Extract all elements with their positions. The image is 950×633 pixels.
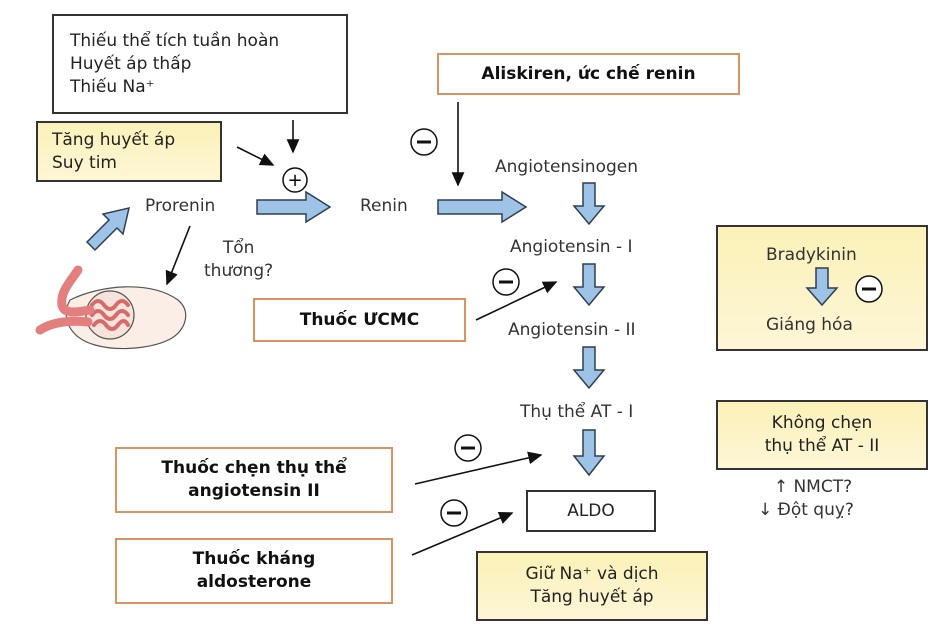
effect-box: Giữ Na⁺ và dịch Tăng huyết áp xyxy=(476,551,708,621)
effect-line: Tăng huyết áp xyxy=(530,587,654,607)
arb-box: Thuốc chẹn thụ thể angiotensin II xyxy=(115,447,393,513)
aldo-label: ALDO xyxy=(567,501,615,521)
bradykinin-label: Bradykinin xyxy=(766,245,857,265)
minus-sign-icon xyxy=(492,268,520,296)
minus-sign-icon xyxy=(855,275,883,303)
aliskiren-label: Aliskiren, ức chế renin xyxy=(481,64,696,84)
acei-arrow xyxy=(475,281,558,321)
effect-line: Giữ Na⁺ và dịch xyxy=(525,564,659,584)
aldo-antagonist-line: Thuốc kháng xyxy=(192,549,316,569)
angiotensin2-down-arrow xyxy=(572,346,606,390)
aliskiren-box: Aliskiren, ức chế renin xyxy=(437,53,740,95)
damage-line: thương? xyxy=(204,261,274,281)
prorenin-label: Prorenin xyxy=(145,196,216,216)
arb-arrow xyxy=(414,451,543,485)
prorenin-renin-arrow xyxy=(256,190,332,224)
condition-line: Tăng huyết áp xyxy=(52,129,176,150)
renin-angiotensinogen-arrow xyxy=(437,190,528,224)
at1-down-arrow xyxy=(572,429,606,477)
angiotensin-2-label: Angiotensin - II xyxy=(508,320,636,340)
kidney-prorenin-arrow xyxy=(85,206,131,252)
arb-line: angiotensin II xyxy=(188,481,320,501)
damage-line: Tổn xyxy=(222,238,255,258)
nephron-icon xyxy=(35,265,187,350)
at2-effects: ↑ NMCT? ↓ Đột quỵ? xyxy=(758,476,854,522)
arb-line: Thuốc chẹn thụ thể xyxy=(161,458,347,478)
mi-effect: ↑ NMCT? xyxy=(773,477,853,497)
aldo-box: ALDO xyxy=(526,490,656,532)
minus-sign-icon xyxy=(440,499,468,527)
acei-label: Thuốc ƯCMC xyxy=(299,310,420,330)
minus-sign-icon xyxy=(410,128,438,156)
aldo-antagonist-arrow xyxy=(411,512,514,556)
conditions-box: Tăng huyết áp Suy tim xyxy=(36,121,222,182)
at2-line: Không chẹn xyxy=(771,413,873,433)
angiotensinogen-down-arrow xyxy=(572,182,606,226)
acei-box: Thuốc ƯCMC xyxy=(253,298,466,342)
angiotensin-1-label: Angiotensin - I xyxy=(510,237,633,257)
aldosterone-antagonist-box: Thuốc kháng aldosterone xyxy=(115,538,393,604)
condition-line: Suy tim xyxy=(52,152,117,173)
trigger-line: Thiếu thể tích tuần hoàn xyxy=(70,30,280,51)
damage-arrow xyxy=(165,225,191,286)
at2-line: thụ thể AT - II xyxy=(764,436,880,456)
plus-sign-icon: + xyxy=(282,167,308,193)
trigger-line: Huyết áp thấp xyxy=(70,53,192,74)
bradykinin-down-arrow xyxy=(805,267,839,307)
svg-text:+: + xyxy=(287,170,302,191)
minus-sign-icon xyxy=(454,434,482,462)
triggers-box: Thiếu thể tích tuần hoàn Huyết áp thấp T… xyxy=(52,14,348,114)
degradation-label: Giáng hóa xyxy=(766,315,853,335)
at1-receptor-label: Thụ thể AT - I xyxy=(520,402,634,422)
angiotensin1-down-arrow xyxy=(572,263,606,307)
trigger-line: Thiếu Na⁺ xyxy=(70,76,155,97)
aldo-antagonist-line: aldosterone xyxy=(196,572,312,592)
renin-label: Renin xyxy=(360,196,408,216)
angiotensinogen-label: Angiotensinogen xyxy=(495,157,638,177)
at2-box: Không chẹn thụ thể AT - II xyxy=(716,400,928,470)
damage-label: Tổn thương? xyxy=(204,237,273,283)
conditions-arrow xyxy=(236,146,275,166)
stroke-effect: ↓ Đột quỵ? xyxy=(758,500,854,520)
